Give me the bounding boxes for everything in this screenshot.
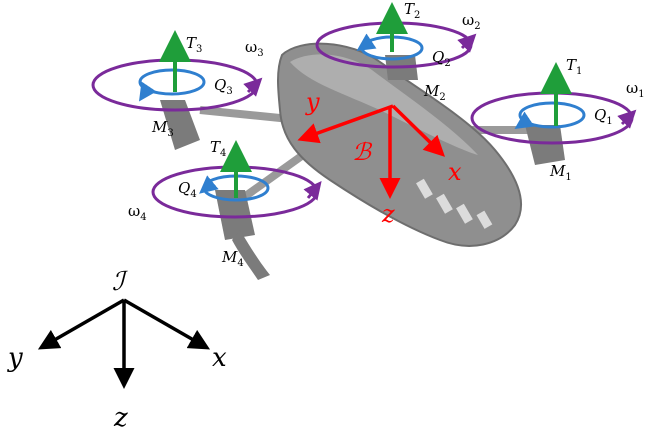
drone-hull-highlight — [290, 54, 478, 155]
body-z-label: z — [381, 200, 395, 228]
motor-label-4: M4 — [221, 248, 244, 269]
omega-label-2: ω2 — [462, 11, 481, 32]
body-frame-name: ℬ — [352, 138, 373, 166]
torque-label-1: Q1 — [594, 106, 613, 127]
inertial-frame-name: ℐ — [112, 267, 128, 297]
torque-label-3: Q3 — [214, 76, 233, 97]
inertial-x-axis — [123, 298, 211, 350]
inertial-frame — [37, 298, 211, 389]
motor-label-2: M2 — [423, 82, 446, 103]
rotor-labels: T3 Q3 ω3 M3 T2 Q2 ω2 M2 T1 Q1 ω1 M1 T4 Q… — [128, 0, 645, 269]
inertial-frame-labels: ℐ x y z — [7, 267, 227, 433]
inertial-x-label: x — [212, 343, 227, 373]
inertial-y-axis — [37, 298, 125, 350]
torque-label-4: Q4 — [178, 179, 197, 200]
drone-vents — [416, 178, 493, 229]
omega-label-4: ω4 — [128, 202, 147, 223]
thrust-label-2: T2 — [404, 0, 420, 21]
motor-leg-4 — [232, 230, 270, 280]
body-x-axis — [391, 104, 446, 157]
torque-arrow-4 — [199, 175, 219, 194]
motor-label-3: M3 — [151, 118, 174, 139]
torque-label-2: Q2 — [432, 48, 451, 69]
thrust-label-3: T3 — [186, 34, 202, 55]
omega-arrow-2 — [457, 33, 477, 53]
thrust-label-4: T4 — [210, 138, 226, 159]
omega-arrow-1 — [617, 109, 637, 129]
omega-label-3: ω3 — [245, 38, 264, 59]
omega-label-1: ω1 — [626, 79, 645, 100]
inertial-y-label: y — [7, 343, 23, 373]
body-x-label: x — [448, 158, 462, 186]
thrust-label-1: T1 — [566, 56, 582, 77]
torque-ellipse-1 — [518, 101, 586, 129]
thrust-arrows — [159, 2, 572, 198]
omega-arrow-4 — [303, 180, 322, 201]
motor-housing-3 — [160, 100, 200, 150]
drone-arm-4 — [237, 146, 313, 204]
body-frame-labels: ℬ x y z — [305, 88, 462, 228]
torque-arrow-3 — [139, 81, 157, 102]
inertial-z-label: z — [113, 403, 128, 433]
motor-label-1: M1 — [549, 162, 572, 183]
torque-ellipse-3 — [138, 68, 206, 96]
motor-housing-4 — [215, 190, 255, 240]
omega-arrow-3 — [243, 77, 263, 97]
torque-arrow-1 — [514, 111, 535, 129]
body-frame — [297, 104, 446, 199]
motor-housing-1 — [525, 125, 565, 165]
torque-arrow-2 — [356, 33, 377, 51]
body-y-label: y — [305, 88, 320, 116]
body-y-axis — [297, 104, 394, 144]
